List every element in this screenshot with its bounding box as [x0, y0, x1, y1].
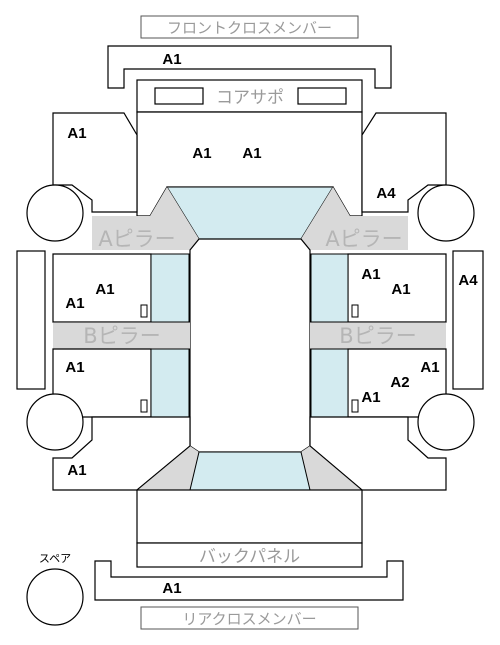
right-front-wheel[interactable]	[417, 184, 475, 242]
right-c-pillar-band	[301, 446, 362, 490]
right-rear-door-code-1: A1	[420, 359, 439, 376]
right-rear-door-code-2: A2	[390, 374, 409, 391]
left-b-pillar-label: Bピラー	[83, 324, 160, 348]
left-c-pillar-band	[137, 446, 199, 490]
right-b-pillar-label: Bピラー	[339, 324, 416, 348]
left-a-pillar-label: Aピラー	[98, 227, 175, 251]
right-rear-window[interactable]	[310, 348, 349, 418]
left-front-door-code-1: A1	[95, 281, 114, 298]
left-b-pillar-band	[53, 322, 190, 349]
right-front-fender[interactable]	[361, 112, 447, 213]
core-support-right-slot	[297, 87, 347, 105]
rear-window[interactable]	[189, 451, 311, 491]
right-rear-door-code-3: A1	[361, 389, 380, 406]
left-rear-handle	[140, 399, 148, 413]
left-front-door-code-2: A1	[65, 295, 84, 312]
left-a-pillar-band	[92, 187, 199, 250]
hood-code-2: A1	[242, 145, 261, 162]
right-side-sill[interactable]	[452, 250, 484, 390]
right-front-handle	[351, 304, 359, 318]
rear-cross-member-label: リアクロスメンバー	[182, 610, 316, 628]
back-panel[interactable]	[136, 542, 363, 568]
left-rear-door-code: A1	[65, 359, 84, 376]
left-rear-wheel[interactable]	[26, 393, 84, 451]
left-side-sill[interactable]	[16, 250, 46, 390]
rear-cross-member-code: A1	[162, 580, 181, 597]
front-cross-member-box[interactable]	[140, 15, 359, 39]
trunk[interactable]	[136, 489, 363, 544]
left-front-window[interactable]	[150, 253, 190, 323]
right-a-pillar-label: Aピラー	[325, 227, 402, 251]
spare-label: スペア	[39, 552, 71, 565]
right-a-pillar-band	[301, 187, 408, 250]
right-rear-wheel[interactable]	[417, 393, 475, 451]
right-b-pillar-band	[310, 322, 446, 349]
right-side-sill-code: A4	[458, 272, 478, 289]
right-front-fender-code: A4	[376, 185, 396, 202]
roof[interactable]	[189, 238, 311, 453]
rear-cross-member-box[interactable]	[140, 606, 359, 630]
front-cross-member-code: A1	[162, 51, 181, 68]
left-rear-quarter[interactable]	[52, 416, 191, 491]
right-rear-handle	[351, 399, 359, 413]
left-rear-quarter-code: A1	[67, 462, 86, 479]
spare-tire[interactable]	[26, 568, 84, 626]
hood-code-1: A1	[192, 145, 211, 162]
rear-cross-member[interactable]	[94, 560, 404, 601]
back-panel-label: バックパネル	[199, 547, 300, 567]
left-front-fender-code: A1	[67, 125, 86, 142]
front-cross-member-label: フロントクロスメンバー	[167, 19, 332, 37]
core-support-left-slot	[154, 87, 204, 105]
left-front-handle	[140, 304, 148, 318]
front-cross-member[interactable]	[107, 45, 392, 89]
core-support-label: コアサポ	[216, 88, 284, 108]
right-front-window[interactable]	[310, 253, 349, 323]
right-front-door-code-1: A1	[361, 266, 380, 283]
right-front-door-code-2: A1	[391, 281, 410, 298]
left-front-wheel[interactable]	[26, 184, 84, 242]
left-rear-window[interactable]	[150, 348, 190, 418]
